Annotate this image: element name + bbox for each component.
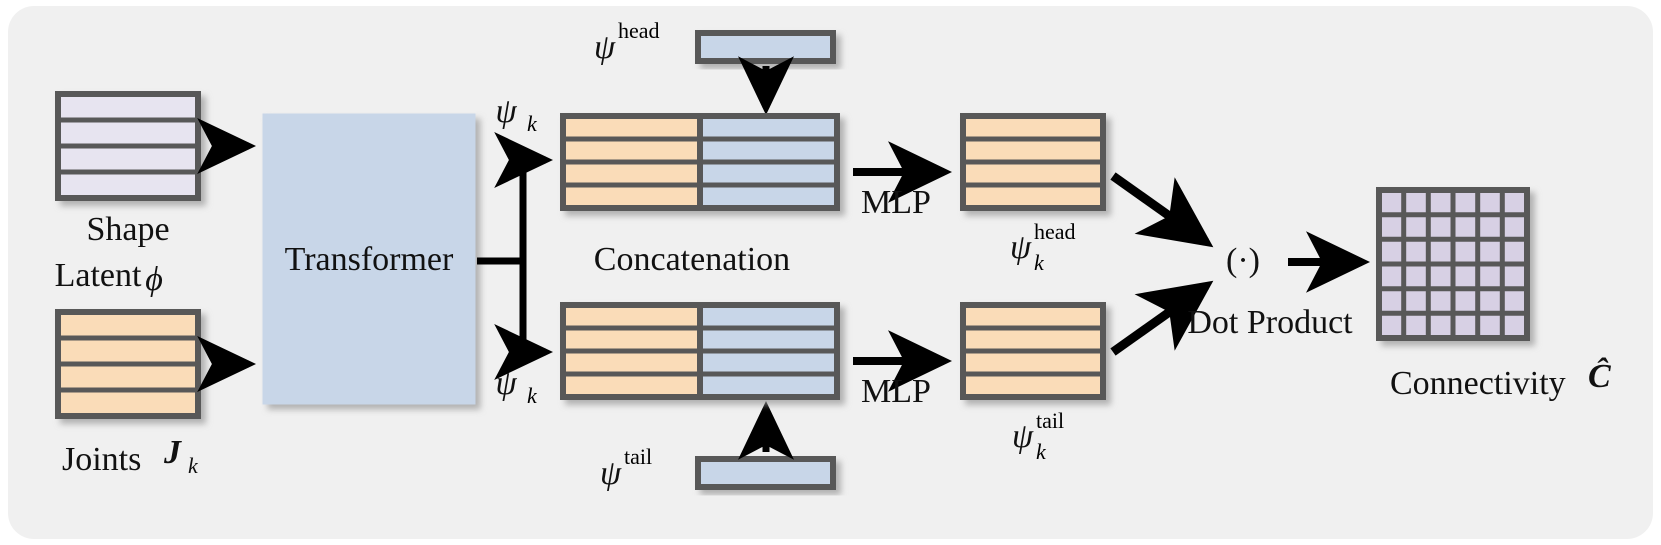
- dot-product-symbol: (·): [1226, 242, 1260, 279]
- svg-text:tail: tail: [624, 444, 652, 469]
- svg-text:head: head: [618, 18, 660, 43]
- mlp-bottom-label: MLP: [861, 373, 931, 410]
- psi-k-tail-output-label: ψ tail k: [1012, 408, 1064, 464]
- concatenation-caption: Concatenation: [594, 241, 790, 278]
- svg-text:k: k: [1036, 439, 1047, 464]
- svg-text:head: head: [1034, 219, 1076, 244]
- arrow-head-to-dot: [1110, 172, 1214, 248]
- psi-k-bottom-label: ψ k: [495, 365, 538, 408]
- svg-text:ψ: ψ: [600, 455, 622, 492]
- svg-text:k: k: [188, 453, 199, 478]
- svg-text:Joints: Joints: [62, 441, 141, 478]
- svg-text:ψ: ψ: [1012, 418, 1034, 455]
- psi-tail-bar: [695, 456, 836, 490]
- concat-top-block: [560, 113, 840, 211]
- svg-text:k: k: [527, 111, 538, 136]
- concat-bottom-block: [560, 302, 840, 400]
- joints-label: Joints J k: [62, 434, 199, 478]
- psi-tail-label: ψ tail: [600, 444, 652, 492]
- connectivity-matrix: [1376, 187, 1530, 341]
- shape-latent-block: [55, 91, 201, 201]
- svg-text:k: k: [527, 383, 538, 408]
- shape-latent-label-line1: Shape: [86, 211, 169, 248]
- svg-text:k: k: [1034, 250, 1045, 275]
- svg-text:ψ: ψ: [1010, 229, 1032, 266]
- svg-text:ϕ: ϕ: [145, 261, 163, 298]
- psi-k-top-label: ψ k: [495, 93, 538, 136]
- psi-k-head-output-label: ψ head k: [1010, 219, 1076, 275]
- connectivity-caption: Connectivity Ĉ: [1390, 357, 1611, 402]
- mlp-output-head-block: [960, 113, 1106, 211]
- shape-latent-label-line2: Latent ϕ: [55, 257, 163, 298]
- psi-head-label: ψ head: [594, 18, 660, 66]
- dot-product-label: Dot Product: [1187, 304, 1353, 341]
- svg-text:ψ: ψ: [495, 365, 517, 402]
- svg-text:J: J: [163, 434, 182, 471]
- transformer-block: [262, 113, 476, 405]
- mlp-top-label: MLP: [861, 184, 931, 221]
- svg-text:tail: tail: [1036, 408, 1064, 433]
- svg-text:Ĉ: Ĉ: [1588, 357, 1611, 395]
- svg-text:ψ: ψ: [495, 93, 517, 130]
- svg-text:Connectivity: Connectivity: [1390, 365, 1566, 402]
- transformer-label: Transformer: [285, 241, 454, 278]
- mlp-output-tail-block: [960, 302, 1106, 400]
- svg-text:Latent: Latent: [55, 257, 142, 294]
- psi-head-bar: [695, 30, 836, 64]
- svg-text:ψ: ψ: [594, 29, 616, 66]
- transformer-split-connector: [477, 132, 553, 380]
- arrow-tail-to-dot: [1110, 280, 1214, 356]
- joints-block: [55, 309, 201, 419]
